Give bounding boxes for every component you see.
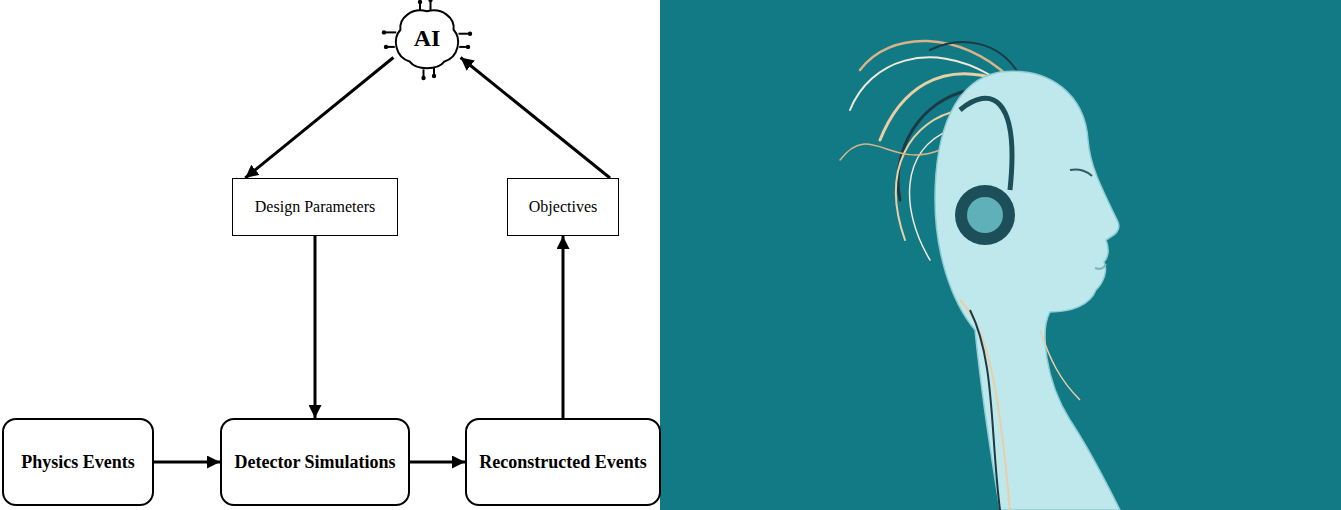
flow-arrow bbox=[410, 461, 465, 464]
robot-head bbox=[935, 71, 1120, 510]
process-box: Reconstructed Events bbox=[465, 418, 661, 506]
neck-cable bbox=[970, 310, 1000, 510]
flow-arrow bbox=[154, 461, 220, 464]
circuit-pin bbox=[466, 45, 470, 49]
lips bbox=[1095, 264, 1106, 269]
node-label: Design Parameters bbox=[255, 198, 375, 216]
parameter-box: Design Parameters bbox=[232, 178, 398, 236]
eye bbox=[1070, 169, 1092, 176]
ai-brain-icon: AI bbox=[392, 6, 462, 72]
circuit-pin bbox=[428, 0, 432, 2]
circuit-pin bbox=[432, 74, 436, 78]
flow-arrow bbox=[245, 57, 393, 178]
brain-shape bbox=[396, 10, 458, 68]
circuit-pin bbox=[418, 0, 422, 4]
circuit-pin bbox=[384, 45, 388, 49]
flow-arrow bbox=[562, 236, 565, 418]
neck-seam bbox=[1040, 330, 1080, 400]
neck-cable bbox=[960, 300, 1010, 510]
process-box: Physics Events bbox=[2, 418, 154, 506]
objective-box: Objectives bbox=[507, 178, 619, 236]
headphone-band bbox=[960, 98, 1012, 190]
headphone bbox=[955, 185, 1015, 245]
flow-arrow bbox=[461, 57, 610, 178]
node-label: AI bbox=[414, 25, 441, 53]
process-box: Detector Simulations bbox=[220, 418, 410, 506]
node-label: Reconstructed Events bbox=[479, 452, 646, 473]
circuit-pin bbox=[382, 30, 386, 34]
flow-arrow bbox=[314, 236, 317, 418]
circuit-pin bbox=[421, 76, 425, 80]
node-label: Detector Simulations bbox=[234, 452, 395, 473]
node-label: Objectives bbox=[529, 198, 597, 216]
circuit-pin bbox=[468, 32, 472, 36]
node-label: Physics Events bbox=[21, 452, 135, 473]
headphone-inner bbox=[967, 197, 1003, 233]
teal-background bbox=[660, 0, 1341, 510]
